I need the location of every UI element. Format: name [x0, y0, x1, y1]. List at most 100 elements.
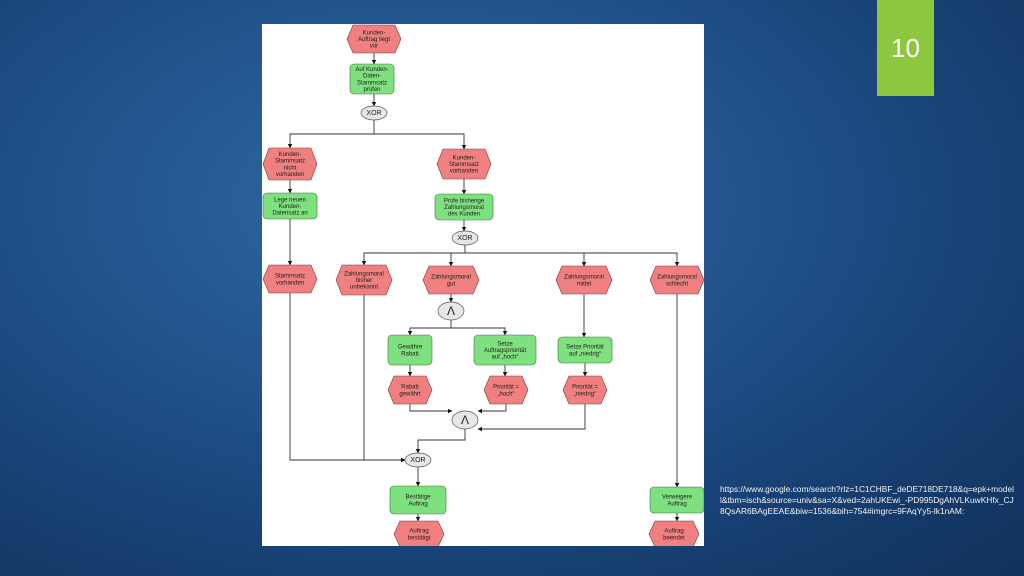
node-label: bestätigt	[408, 535, 431, 541]
node-label: Λ	[461, 413, 469, 427]
node-label: prüfen	[363, 87, 380, 93]
node-label: Gewähre	[398, 345, 423, 351]
flow-arrow	[363, 295, 406, 463]
node-label: „niedrig“	[574, 391, 596, 397]
node-label: XOR	[410, 457, 425, 464]
node-label: unbekannt	[350, 285, 378, 291]
node-label: Priorität =	[572, 385, 598, 391]
flow-arrow	[361, 245, 466, 266]
node-label: Rabatt	[401, 385, 419, 391]
node-label: Zahlungsmoral	[444, 205, 484, 211]
node-label: beendet	[663, 535, 685, 541]
node-label: Stammsatz	[275, 159, 305, 165]
node-label: Kunden-	[363, 30, 386, 36]
flow-arrow	[415, 429, 466, 454]
node-label: gut	[447, 281, 456, 287]
and-connector: Λ	[451, 410, 479, 430]
flow-arrow	[477, 404, 507, 414]
flow-arrow	[289, 293, 406, 463]
flow-arrow	[287, 120, 375, 149]
node-label: auf „niedrig“	[569, 351, 601, 357]
node-label: Stammsatz	[449, 162, 479, 168]
node-label: Auftrag	[408, 501, 427, 507]
node-label: Setze Priorität	[566, 345, 604, 351]
node-label: Rabatt	[401, 351, 419, 357]
node-label: Prüfe bisherige	[444, 198, 485, 204]
node-label: nicht	[284, 165, 297, 171]
and-connector: Λ	[437, 301, 465, 321]
node-label: Kunden-	[279, 152, 302, 158]
flow-arrow	[584, 252, 680, 267]
xor-connector: XOR	[451, 230, 479, 246]
node-label: vorhanden	[276, 172, 304, 178]
node-label: vorhanden	[276, 280, 304, 286]
page-number: 10	[891, 32, 920, 63]
node-label: „hoch“	[497, 391, 514, 397]
node-label: Λ	[447, 304, 455, 318]
node-label: Auf Kunden-	[355, 67, 388, 73]
node-label: Stammsatz	[357, 80, 387, 86]
node-label: Zahlungsmoral	[344, 271, 384, 277]
node-label: Zahlungsmoral	[657, 275, 697, 281]
node-label: Zahlungsmoral	[564, 275, 604, 281]
source-url[interactable]: https://www.google.com/search?rlz=1C1CHB…	[720, 484, 1014, 516]
event-node: Priorität =„hoch“	[483, 375, 529, 405]
node-label: schlecht	[666, 281, 688, 287]
node-label: gewährt	[399, 391, 421, 397]
event-node: Priorität =„niedrig“	[562, 375, 608, 405]
xor-connector: XOR	[404, 452, 432, 468]
node-label: Verweigere	[662, 495, 693, 501]
node-label: mittel	[577, 281, 591, 287]
node-label: Priorität =	[493, 385, 519, 391]
flow-arrow	[409, 404, 453, 414]
node-label: XOR	[457, 235, 472, 242]
node-label: Auftragspriorität	[484, 348, 527, 354]
node-label: Zahlungsmoral	[431, 275, 471, 281]
node-label: Bestätige	[405, 495, 431, 501]
flow-arrow	[451, 327, 508, 336]
node-label: Setze	[497, 341, 513, 347]
node-label: Kunden-	[453, 155, 476, 161]
node-label: Auftrag liegt	[358, 37, 390, 43]
flow-arrow	[374, 133, 467, 150]
flow-arrow	[448, 252, 465, 267]
node-label: Lege neuen	[274, 197, 306, 203]
node-label: XOR	[366, 110, 381, 117]
node-label: auf „hoch“	[491, 355, 518, 361]
node-label: Auftrag	[409, 529, 428, 535]
node-label: vor	[370, 44, 378, 50]
flow-arrow	[407, 320, 452, 336]
page-number-badge: 10	[877, 0, 934, 96]
node-label: bisher	[356, 278, 372, 284]
flow-arrow	[465, 252, 587, 267]
node-label: Stammsatz	[275, 274, 305, 280]
xor-connector: XOR	[360, 105, 388, 121]
node-label: Auftrag	[667, 501, 686, 507]
node-label: Auftrag	[664, 529, 683, 535]
node-label: vorhanden	[450, 169, 478, 175]
flow-arrow	[477, 404, 586, 432]
node-label: Datensatz an	[272, 211, 307, 217]
